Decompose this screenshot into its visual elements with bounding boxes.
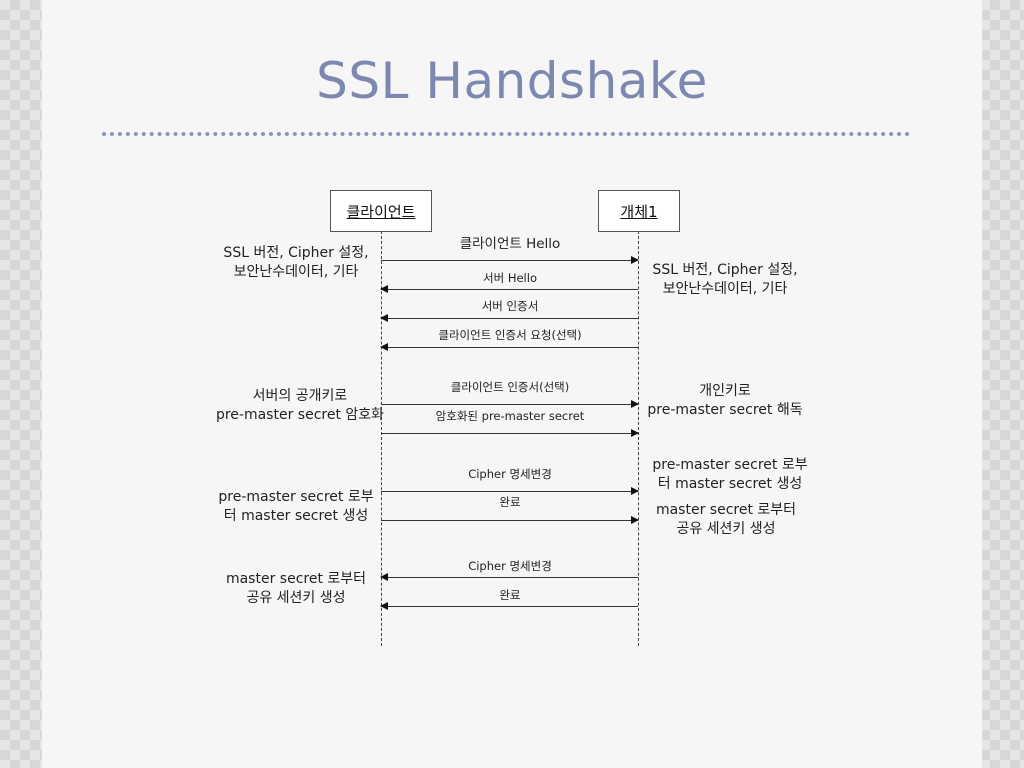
client-note-line: 보안난수데이터, 기타: [233, 264, 359, 280]
client-note-line: master secret 로부터: [225, 571, 367, 587]
client-lifeline: [381, 231, 382, 646]
server-note-line: pre-master secret 로부: [652, 457, 808, 473]
server-note-line: 공유 세션키 생성: [676, 521, 776, 537]
message-label: Cipher 명세변경: [466, 558, 554, 574]
message-label: 서버 Hello: [481, 270, 539, 286]
arrow-encrypted-premaster: [381, 429, 639, 437]
client-note-line: 서버의 공개키로: [252, 388, 348, 404]
arrow-server-cipher-change: [380, 573, 638, 581]
arrow-client-cipher-change: [381, 487, 639, 495]
message-label: 완료: [497, 587, 523, 603]
client-note-line: 터 master secret 생성: [223, 508, 369, 524]
message-label: Cipher 명세변경: [466, 466, 554, 482]
message-label: 암호화된 pre-master secret: [433, 408, 587, 424]
server-note-line: pre-master secret 해독: [647, 402, 803, 418]
server-note-line: 보안난수데이터, 기타: [662, 281, 788, 297]
message-label: 클라이언트 인증서 요청(선택): [436, 327, 584, 343]
server-note-line: 개인키로: [699, 383, 751, 399]
client-note-line: SSL 버전, Cipher 설정,: [223, 245, 369, 261]
message-label: 클라이언트 인증서(선택): [448, 379, 572, 395]
arrow-server-hello: [380, 285, 638, 293]
client-note-line: 공유 세션키 생성: [246, 590, 346, 606]
client-note: 서버의 공개키로 pre-master secret 암호화: [216, 387, 384, 425]
arrow-client-hello: [381, 256, 639, 264]
arrow-server-finished: [380, 602, 638, 610]
actor-server-box: 개체1: [598, 190, 680, 232]
client-note: master secret 로부터 공유 세션키 생성: [226, 570, 366, 608]
server-note-line: SSL 버전, Cipher 설정,: [652, 262, 798, 278]
title-divider: [102, 132, 910, 136]
arrow-client-cert-request: [380, 343, 638, 351]
arrow-server-certificate: [380, 314, 638, 322]
actor-client-box: 클라이언트: [330, 190, 432, 232]
message-label: 클라이언트 Hello: [457, 232, 563, 252]
client-note-line: pre-master secret 암호화: [215, 407, 385, 423]
client-note: pre-master secret 로부 터 master secret 생성: [218, 488, 373, 526]
server-note: SSL 버전, Cipher 설정, 보안난수데이터, 기타: [652, 261, 797, 299]
server-lifeline: [638, 231, 639, 646]
client-note: SSL 버전, Cipher 설정, 보안난수데이터, 기타: [223, 244, 368, 282]
server-note: pre-master secret 로부 터 master secret 생성: [652, 456, 807, 494]
server-note: master secret 로부터 공유 세션키 생성: [656, 501, 796, 539]
client-note-line: pre-master secret 로부: [218, 489, 374, 505]
server-note-line: 터 master secret 생성: [657, 476, 803, 492]
slide-title: SSL Handshake: [316, 52, 708, 110]
arrow-client-certificate: [381, 400, 639, 408]
server-note: 개인키로 pre-master secret 해독: [647, 382, 802, 420]
message-label: 완료: [497, 494, 523, 510]
arrow-client-finished: [381, 516, 639, 524]
message-label: 서버 인증서: [479, 298, 541, 314]
server-note-line: master secret 로부터: [655, 502, 797, 518]
